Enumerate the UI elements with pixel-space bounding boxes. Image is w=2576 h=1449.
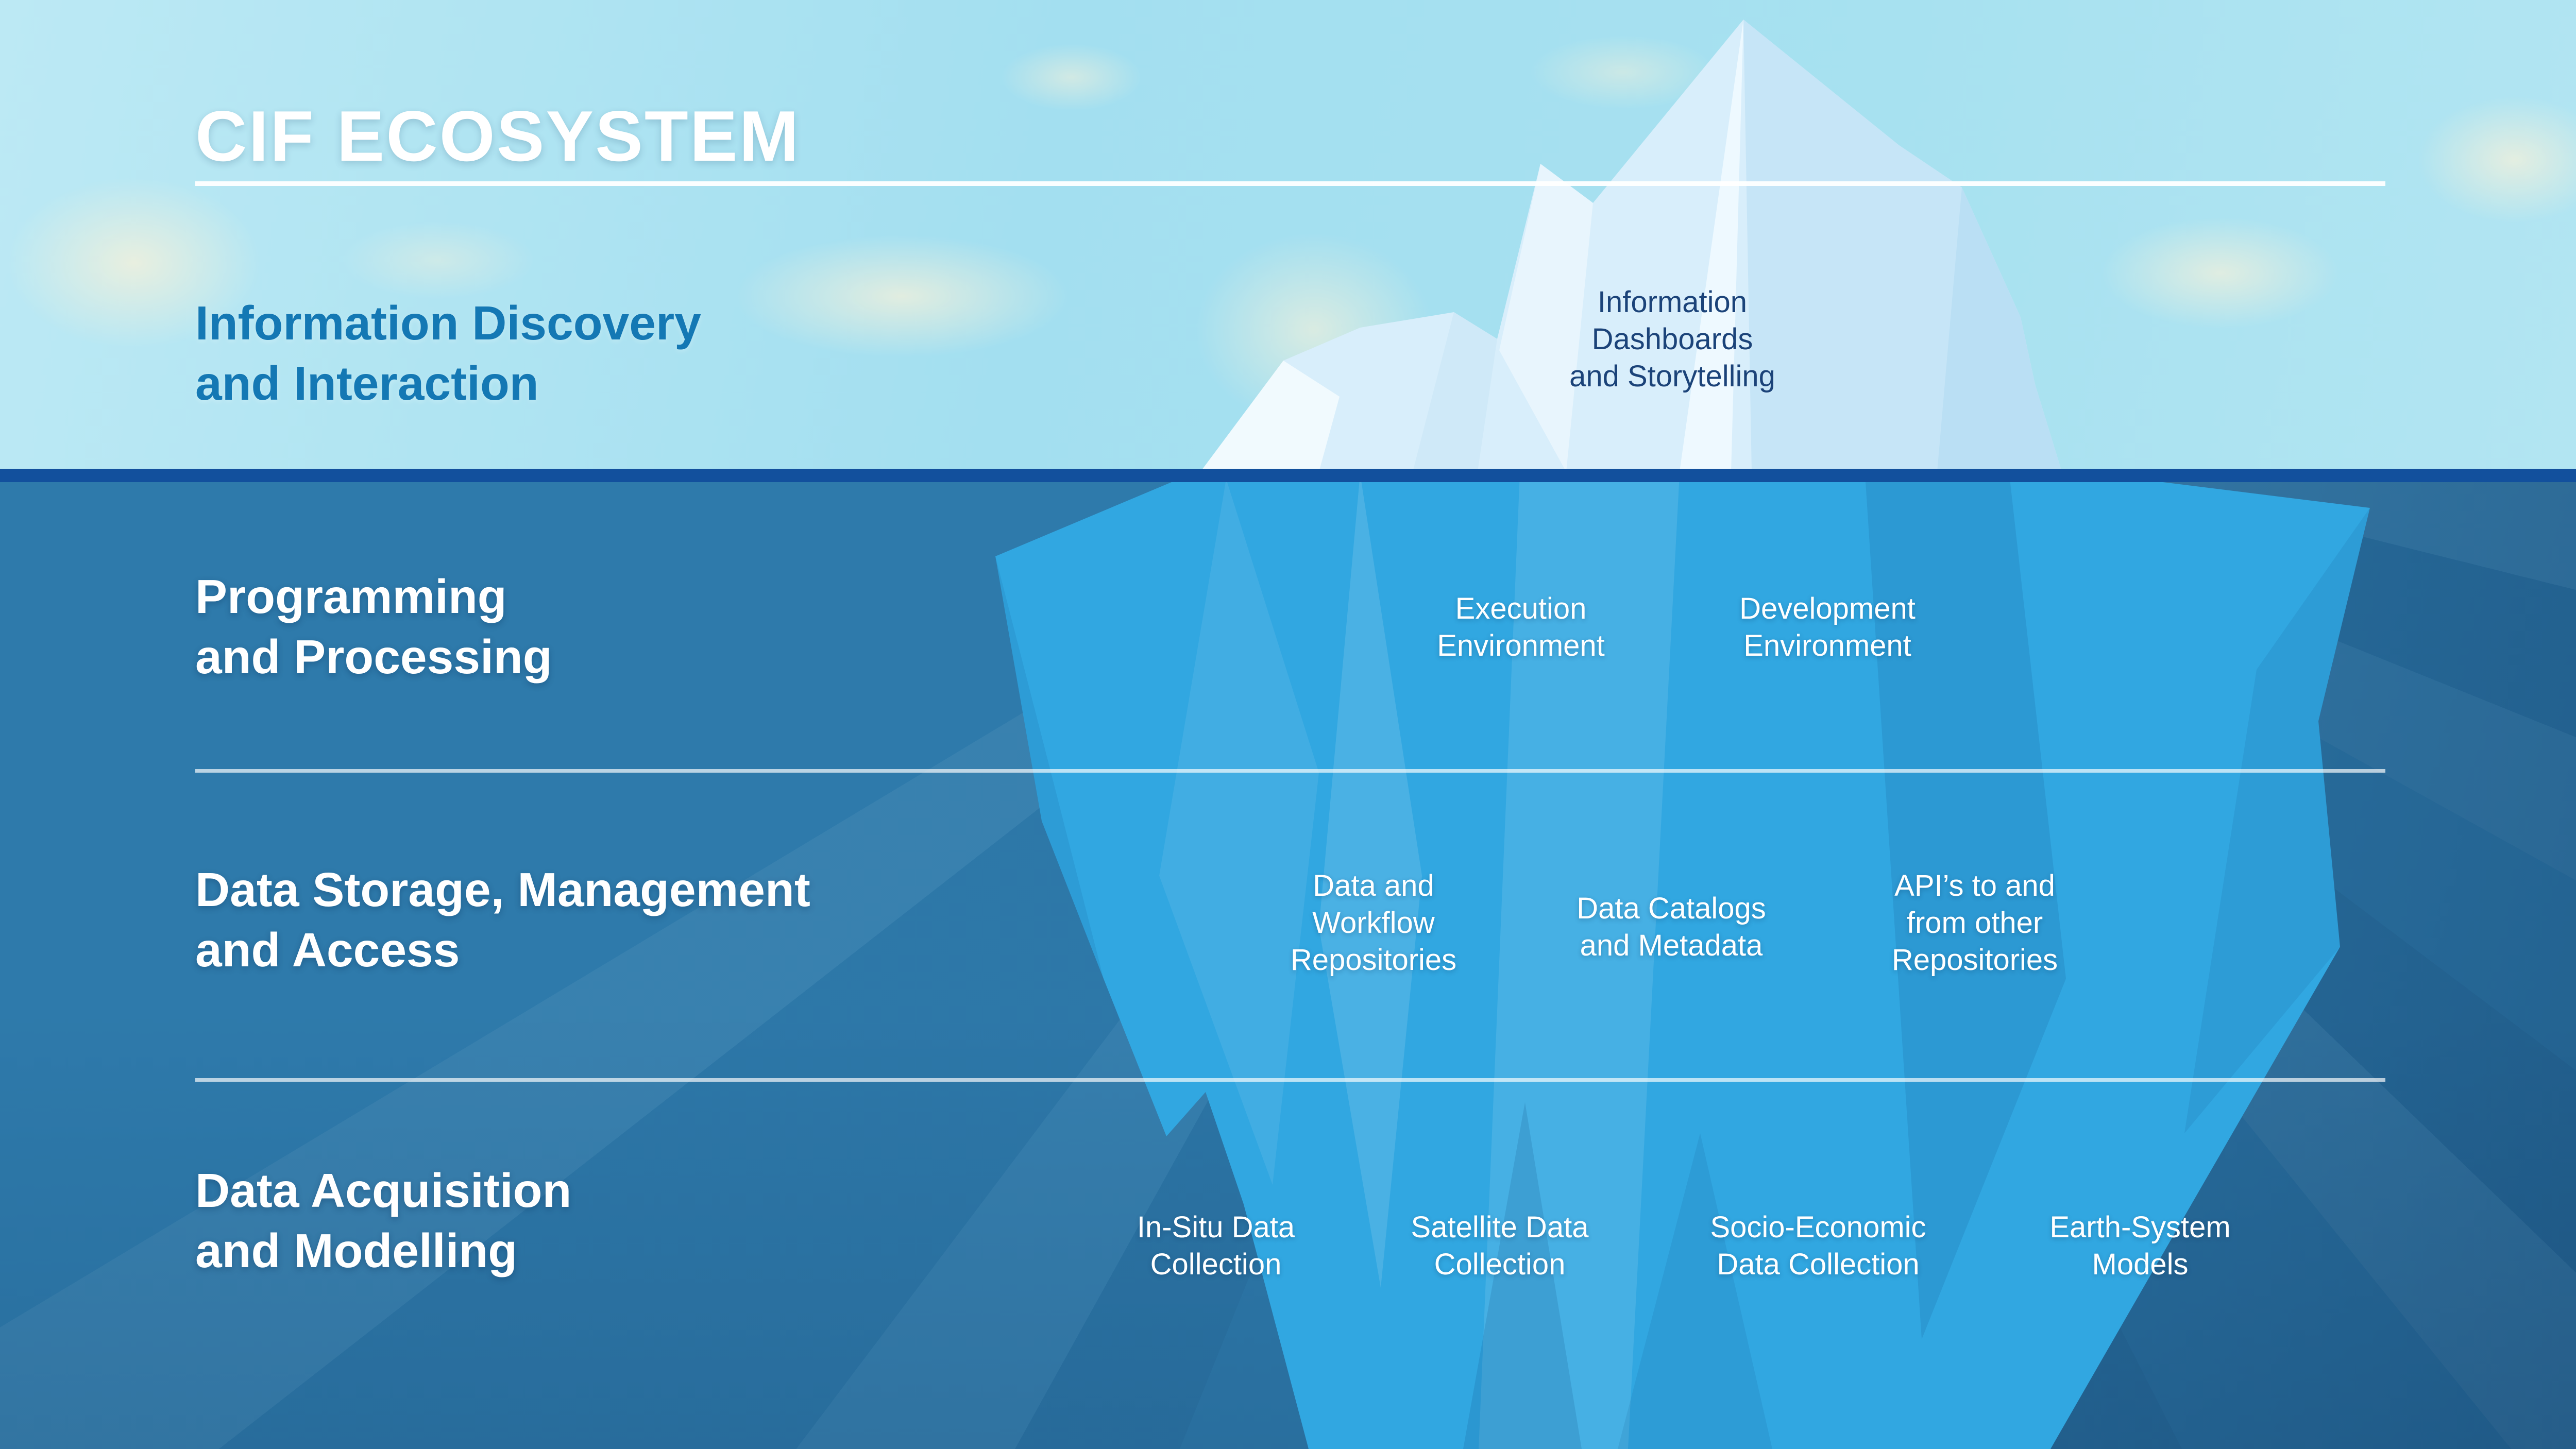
label-execution-environment: Execution Environment bbox=[1437, 592, 1605, 662]
label-development-environment: Development Environment bbox=[1739, 592, 1916, 662]
label-earth-system-models: Earth-System Models bbox=[2049, 1211, 2231, 1281]
section-heading-programming: Programming and Processing bbox=[195, 570, 552, 684]
section-heading-data-acquisition: Data Acquisition and Modelling bbox=[195, 1164, 572, 1277]
section-divider-1 bbox=[195, 769, 2385, 773]
iceberg-underwater bbox=[995, 474, 2370, 1449]
section-heading-data-storage: Data Storage, Management and Access bbox=[195, 863, 810, 977]
section-heading-information-discovery: Information Discovery and Interaction bbox=[195, 296, 701, 410]
label-in-situ-data-collection: In-Situ Data Collection bbox=[1137, 1211, 1295, 1281]
cloud bbox=[304, 206, 572, 314]
label-information-dashboards: Information Dashboards and Storytelling bbox=[1569, 285, 1775, 393]
page-title: CIF ECOSYSTEM bbox=[195, 96, 801, 176]
section-divider-2 bbox=[195, 1078, 2385, 1082]
label-satellite-data-collection: Satellite Data Collection bbox=[1411, 1211, 1589, 1281]
cloud bbox=[670, 211, 1133, 381]
label-apis-other-repositories: API’s to and from other Repositories bbox=[1891, 869, 2058, 977]
label-data-catalogs-metadata: Data Catalogs and Metadata bbox=[1577, 892, 1766, 962]
cloud bbox=[974, 31, 1170, 124]
label-data-workflow-repositories: Data and Workflow Repositories bbox=[1290, 869, 1457, 977]
cloud bbox=[2056, 196, 2385, 350]
waterline-band bbox=[0, 469, 2576, 482]
label-socio-economic-data-collection: Socio-Economic Data Collection bbox=[1710, 1211, 1926, 1281]
iceberg-above-water bbox=[1200, 20, 2062, 472]
title-underline bbox=[195, 181, 2385, 186]
